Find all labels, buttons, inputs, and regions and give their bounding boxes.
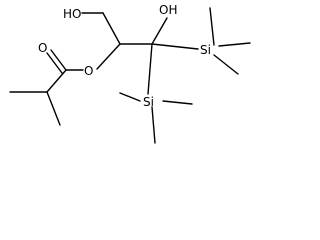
structure-diagram: HO OH Si Si O O [9, 3, 251, 144]
label-ho-top: HO [63, 7, 81, 21]
bond-si-bottom-me-right [162, 100, 193, 105]
label-o-ester: O [84, 64, 93, 78]
bond-si-bottom-me-down [151, 106, 156, 144]
bond-chiso-me-down [46, 91, 61, 126]
label-oh-top: OH [159, 3, 177, 17]
bond-si-right-me-down [213, 54, 239, 75]
bond-c-o-double-b [46, 52, 63, 74]
bond-ch2-ch [102, 12, 121, 45]
bond-si-right-me-right [218, 42, 251, 47]
bond-si-bottom-me-left [119, 92, 141, 102]
label-si-bottom: Si [143, 95, 154, 109]
label-o-carbonyl: O [38, 41, 47, 55]
bond-ch-oester [96, 43, 121, 70]
bond-cco-chiso [46, 69, 67, 93]
bond-cq-oh [151, 17, 168, 45]
bond-c-o-double-a [50, 49, 67, 71]
bond-si-right-me-up [209, 7, 215, 46]
molecule-canvas: HO OH Si Si O O [9, 3, 251, 144]
bond-cq-si-right [151, 43, 199, 50]
bond-cq-si-bottom [147, 43, 153, 95]
label-si-right: Si [200, 43, 211, 57]
